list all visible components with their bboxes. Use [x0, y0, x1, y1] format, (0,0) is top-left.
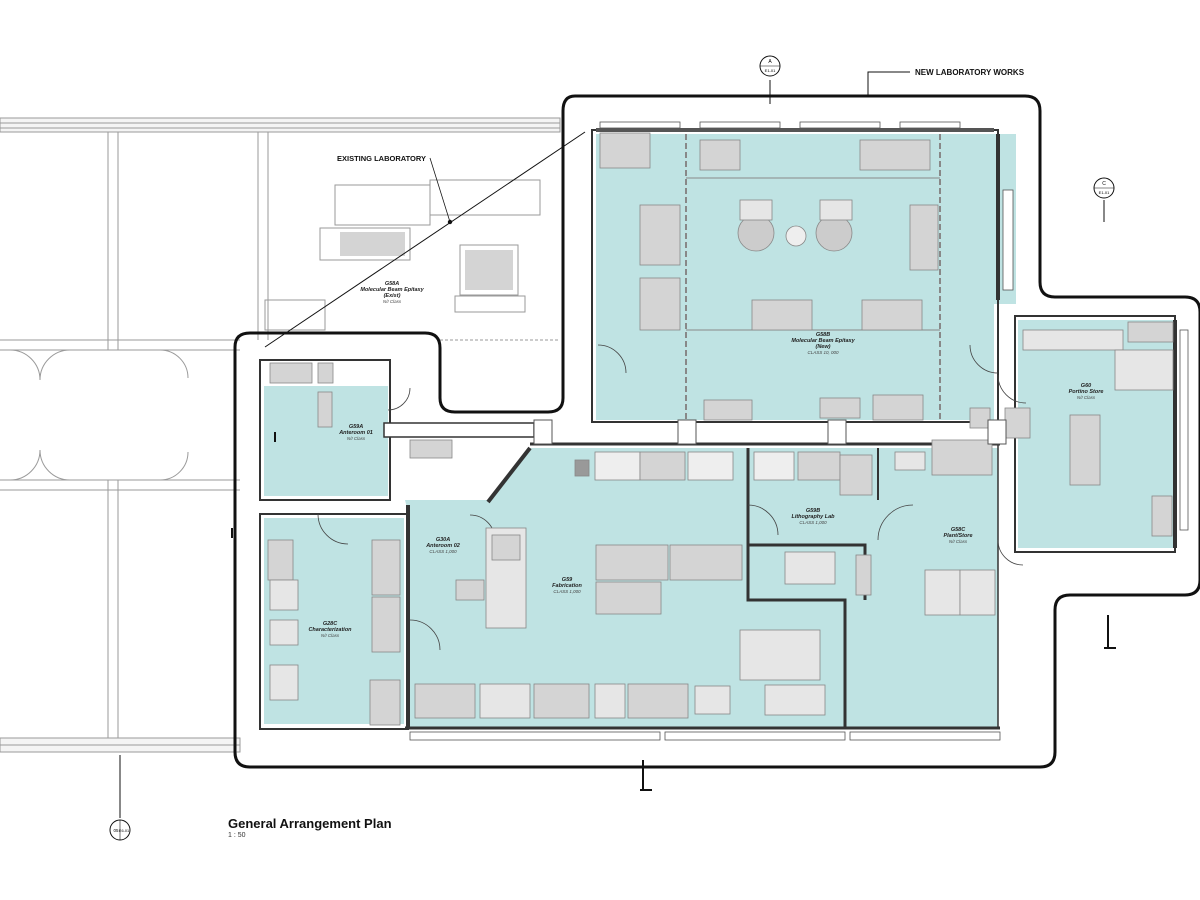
room-name: Molecular Beam Epitaxy [360, 287, 424, 293]
section-letter: 05 [113, 828, 119, 833]
callout-existing-lab-label: EXISTING LABORATORY [337, 154, 426, 163]
section-letter: A [768, 59, 772, 65]
room-sub: (New) [816, 344, 831, 350]
section-sheet: E1-01 [1099, 190, 1110, 195]
room-name: Characterization [308, 627, 352, 633]
room-labels: G58A Molecular Beam Epitaxy (Exist) N/I … [308, 281, 1103, 638]
room-code: G58B [816, 332, 830, 338]
equipment [267, 132, 1174, 726]
room-code: G58A [385, 281, 399, 287]
section-sheet: E1-01 [765, 68, 776, 73]
room-label-g60: G60 Portino Store N/I Class [1069, 383, 1104, 400]
callout-new-works-label: NEW LABORATORY WORKS [915, 68, 1025, 77]
title-block: General Arrangement Plan 1 : 50 [228, 816, 392, 839]
door-swings [317, 344, 1027, 651]
plan-scale: 1 : 50 [228, 832, 246, 839]
room-fills [264, 134, 1173, 728]
room-sub: (Exist) [384, 293, 401, 299]
room-code: G59B [806, 508, 820, 514]
room-class: N/I Class [1077, 395, 1096, 400]
callout-existing-lab: EXISTING LABORATORY [264, 131, 586, 348]
room-name: Plant/Store [943, 533, 972, 539]
room-class: CLASS 1,000 [799, 520, 827, 525]
section-marker-d: 05 E6-01 [109, 755, 131, 841]
partition-frames [533, 419, 1007, 445]
section-cut-marks [231, 432, 1116, 791]
room-name: Anteroom 02 [425, 543, 460, 549]
existing-building [0, 117, 561, 753]
section-marker-a: A E1-01 [759, 55, 781, 104]
room-label-g30a: G30A Anteroom 02 CLASS 1,000 [425, 537, 460, 554]
room-name: Molecular Beam Epitaxy [791, 338, 855, 344]
room-class: N/I Class [949, 539, 968, 544]
section-sheet: E6-01 [119, 829, 129, 833]
room-name: Portino Store [1069, 389, 1104, 395]
room-label-g59a: G59A Anteroom 01 N/I Class [338, 424, 373, 441]
room-class: CLASS 10, 000 [807, 350, 839, 355]
room-code: G58C [951, 527, 966, 533]
callout-new-works: NEW LABORATORY WORKS [867, 68, 1025, 95]
new-works-boundary [233, 94, 1200, 769]
room-code: G30A [436, 537, 450, 543]
room-class: N/I Class [383, 299, 402, 304]
room-code: G59 [562, 577, 573, 583]
room-class: CLASS 1,000 [429, 549, 457, 554]
window-bands [409, 121, 1189, 741]
room-name: Anteroom 01 [338, 430, 373, 436]
section-letter: C [1102, 181, 1106, 187]
room-label-g58a: G58A Molecular Beam Epitaxy (Exist) N/I … [360, 281, 424, 304]
room-name: Fabrication [552, 583, 582, 589]
room-code: G28C [323, 621, 338, 627]
room-label-g59: G59 Fabrication CLASS 1,000 [552, 577, 582, 594]
room-class: N/I Class [347, 436, 366, 441]
room-class: N/I Class [321, 633, 340, 638]
room-code: G59A [349, 424, 363, 430]
room-label-g58b: G58B Molecular Beam Epitaxy (New) CLASS … [791, 332, 855, 355]
plan-title: General Arrangement Plan [228, 816, 392, 831]
room-code: G60 [1081, 383, 1091, 389]
section-marker-c: C E1-01 [1093, 177, 1115, 222]
room-label-g28c: G28C Characterization N/I Class [308, 621, 352, 638]
new-walls [259, 128, 1177, 730]
room-label-g58c: G58C Plant/Store N/I Class [943, 527, 972, 544]
room-class: CLASS 1,000 [553, 589, 581, 594]
room-name: Lithography Lab [791, 514, 835, 520]
room-label-g59b: G59B Lithography Lab CLASS 1,000 [791, 508, 835, 525]
